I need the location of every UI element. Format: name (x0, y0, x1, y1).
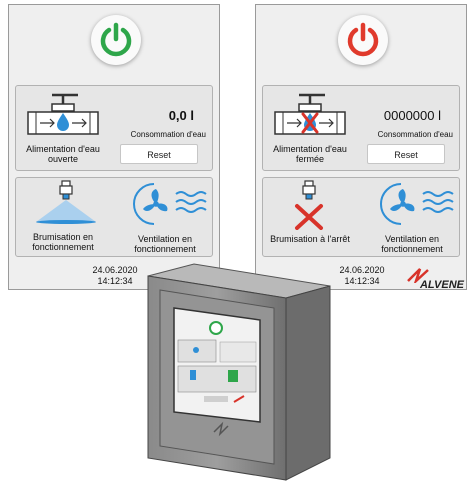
reset-button[interactable]: Reset (367, 144, 445, 164)
datetime: 24.06.2020 14:12:34 (9, 265, 221, 287)
date-text: 24.06.2020 (339, 265, 385, 275)
brand-name: ALVENE (419, 279, 464, 291)
consumption-value: 0,0 l (168, 108, 194, 123)
misting-label: Brumisation en fonctionnement (32, 232, 94, 252)
misting-label: Brumisation à l'arrêt (270, 234, 350, 244)
water-valve-label: Alimentation d'eau ouverte (26, 144, 100, 164)
water-valve-icon (27, 93, 99, 135)
power-button[interactable] (91, 15, 141, 65)
control-screen-right: Alimentation d'eau fermée 0000000 l Cons… (255, 4, 468, 291)
operation-card: Brumisation à l'arrêt Ventilation en fon… (262, 177, 460, 257)
brand-logo: ALVENE (404, 268, 464, 291)
ventilation-label: Ventilation en fonctionnement (134, 234, 196, 254)
misting-nozzle-icon (36, 180, 96, 224)
power-icon (347, 22, 379, 57)
power-button[interactable] (338, 15, 388, 65)
ventilation-label: Ventilation en fonctionnement (381, 234, 443, 254)
consumption-value: 0000000 l (383, 108, 441, 123)
operation-card: Brumisation en fonctionnement Ventilatio… (15, 177, 213, 257)
water-valve-label: Alimentation d'eau fermée (273, 144, 347, 164)
device-enclosure-image (147, 263, 331, 481)
ventilation-fan-icon (133, 183, 207, 225)
brand-swoosh-icon (407, 268, 429, 283)
water-supply-card: Alimentation d'eau ouverte 0,0 l Consomm… (15, 85, 213, 171)
misting-stopped-icon (295, 180, 323, 230)
datetime: 24.06.2020 14:12:34 (256, 265, 468, 287)
consumption-label: Consommation d'eau (377, 130, 453, 139)
date-text: 24.06.2020 (92, 265, 138, 275)
time-text: 14:12:34 (97, 276, 133, 286)
control-screen-left: Alimentation d'eau ouverte 0,0 l Consomm… (8, 4, 220, 290)
water-valve-closed-icon (274, 93, 346, 135)
ventilation-fan-icon (380, 183, 454, 225)
water-supply-card: Alimentation d'eau fermée 0000000 l Cons… (262, 85, 460, 171)
reset-button[interactable]: Reset (120, 144, 198, 164)
time-text: 14:12:34 (344, 276, 380, 286)
consumption-label: Consommation d'eau (130, 130, 206, 139)
power-icon (100, 22, 132, 57)
